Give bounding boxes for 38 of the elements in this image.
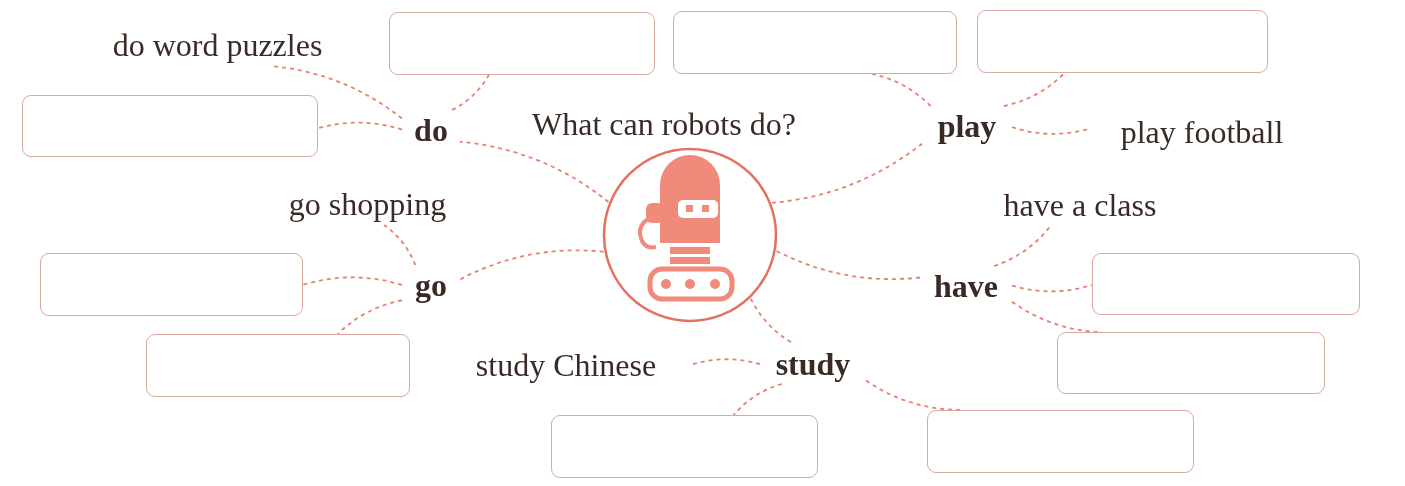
dashed-connector xyxy=(871,73,932,107)
keyword: study xyxy=(760,344,866,384)
answer-box xyxy=(977,10,1268,73)
answer-box xyxy=(551,415,818,478)
keyword: go xyxy=(402,265,460,305)
answer-box xyxy=(1092,253,1360,315)
dashed-connector xyxy=(317,121,403,131)
dashed-connector xyxy=(1011,284,1093,293)
phrase: do word puzzles xyxy=(75,24,360,66)
robot-circle xyxy=(602,147,778,323)
answer-box xyxy=(146,334,410,397)
answer-box xyxy=(673,11,957,74)
phrase: have a class xyxy=(975,184,1185,226)
answer-box xyxy=(1057,332,1325,394)
answer-box xyxy=(40,253,303,316)
dashed-connector xyxy=(336,299,403,335)
dashed-connector xyxy=(451,74,490,111)
dashed-connector xyxy=(771,142,923,204)
answer-box xyxy=(22,95,318,157)
dashed-connector xyxy=(383,224,417,266)
dashed-connector xyxy=(993,225,1052,267)
answer-box xyxy=(389,12,655,75)
dashed-connector xyxy=(302,276,403,286)
keyword: have xyxy=(920,266,1012,306)
keyword: play xyxy=(922,106,1012,146)
dashed-connector xyxy=(459,140,610,203)
dashed-connector xyxy=(459,249,605,281)
dashed-connector xyxy=(775,250,921,280)
dashed-connector xyxy=(1011,126,1089,135)
title: What can robots do? xyxy=(532,106,796,143)
answer-box xyxy=(927,410,1194,473)
phrase: go shopping xyxy=(260,183,475,225)
dashed-connector xyxy=(1002,72,1066,107)
phrase: study Chinese xyxy=(440,344,692,386)
phrase: play football xyxy=(1088,111,1316,153)
dashed-connector xyxy=(691,358,761,366)
dashed-connector xyxy=(732,383,783,416)
keyword: do xyxy=(402,110,460,150)
